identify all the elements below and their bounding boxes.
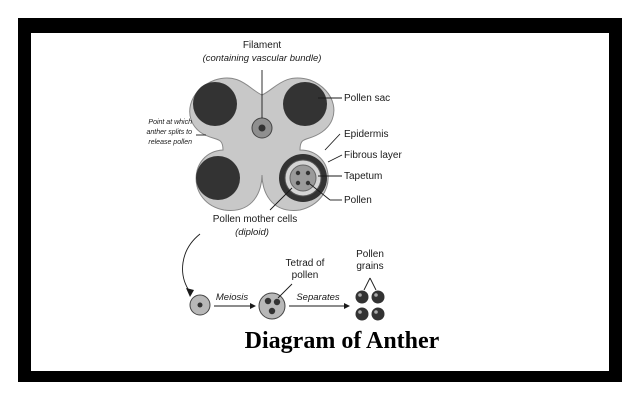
pollen-sac-cross-section — [279, 154, 327, 202]
pollen-sac-bottom-left — [196, 156, 240, 200]
split-point-label-line1: Point at which — [148, 119, 192, 126]
tetrad-label-line2: pollen — [292, 270, 319, 281]
split-point-label-line2: anther splits to — [146, 129, 192, 136]
pollen-grains-label-line2: grains — [356, 261, 383, 272]
tetrad-icon — [258, 292, 286, 320]
meiosis-label: Meiosis — [216, 292, 248, 303]
pollen-label: Pollen — [344, 195, 372, 206]
pollen-sac-top-left — [193, 82, 237, 126]
pollen-sac-top-right — [283, 82, 327, 126]
filament-bundle — [251, 117, 273, 139]
epidermis-label: Epidermis — [344, 129, 388, 140]
pollen-sac-label: Pollen sac — [344, 93, 390, 104]
separates-label: Separates — [296, 292, 340, 303]
diploid-label: (diploid) — [235, 227, 269, 238]
filament-note-label: (containing vascular bundle) — [203, 53, 322, 64]
fibrous-layer-label: Fibrous layer — [344, 150, 402, 161]
pollen-mother-cells-label: Pollen mother cells — [213, 214, 297, 225]
diagram-title: Diagram of Anther — [245, 328, 440, 354]
filament-label: Filament — [243, 40, 282, 51]
pollen-mother-cell-icon — [189, 294, 211, 316]
tetrad-label-line1: Tetrad of — [286, 258, 325, 269]
pollen-grains-label-line1: Pollen — [356, 249, 384, 260]
tapetum-label: Tapetum — [344, 171, 382, 182]
split-point-label-line3: release pollen — [148, 139, 192, 146]
pollen-grains-icon — [355, 277, 385, 321]
